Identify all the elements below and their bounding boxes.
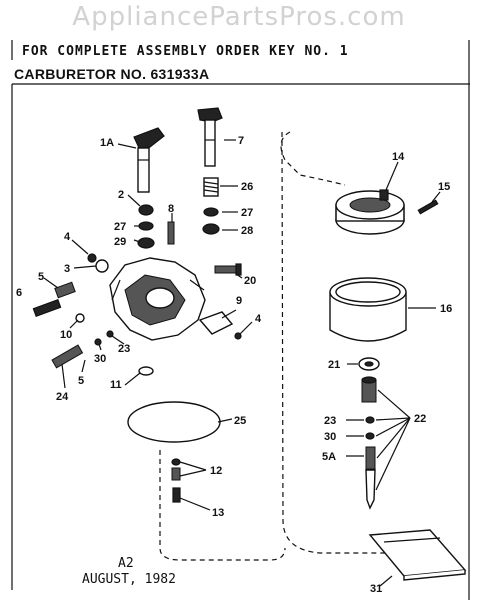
part-5-spring: [54, 281, 76, 299]
part-1A-throttle-shaft: [133, 127, 165, 193]
callout-4-top: 4: [64, 231, 71, 243]
part-24-needle: [51, 344, 84, 369]
callout-22: 22: [414, 413, 426, 425]
part-28-seal-right: [202, 223, 220, 235]
part-3-gasket: [95, 259, 109, 273]
part-31-repair-kit: [368, 529, 467, 581]
callout-5-top: 5: [38, 271, 44, 283]
callout-25: 25: [234, 415, 246, 427]
carburetor-title: CARBURETOR NO. 631933A: [14, 66, 210, 82]
callout-30-right: 30: [324, 431, 336, 443]
part-16-float-bowl: [329, 277, 407, 342]
part-14-float: [335, 189, 405, 235]
callout-15: 15: [438, 181, 450, 193]
callout-8: 8: [168, 203, 174, 215]
callout-13: 13: [212, 507, 224, 519]
callout-31: 31: [370, 583, 382, 595]
callout-20: 20: [244, 275, 256, 287]
part-15-pin: [417, 199, 439, 215]
part-27-seal-left: [138, 221, 154, 231]
callout-23-left: 23: [118, 343, 130, 355]
callout-2: 2: [118, 189, 124, 201]
callout-30-left: 30: [94, 353, 106, 365]
footer-code: A2: [118, 556, 134, 571]
callout-1A: 1A: [100, 137, 114, 149]
callout-28: 28: [241, 225, 253, 237]
leader-lines: [43, 139, 441, 587]
callout-27-left: 27: [114, 221, 126, 233]
part-13-screw: [172, 487, 181, 503]
callout-5A: 5A: [322, 451, 336, 463]
callout-6: 6: [16, 287, 22, 299]
part-30-seal: [94, 338, 102, 346]
callout-7: 7: [238, 135, 244, 147]
part-30-seal-bowl: [365, 432, 375, 440]
part-6-screw: [32, 299, 62, 317]
part-23-seal-bowl: [365, 416, 375, 424]
part-5A-spring: [365, 446, 376, 470]
part-12-spring: [171, 467, 181, 481]
assembly-note: FOR COMPLETE ASSEMBLY ORDER KEY NO. 1: [22, 44, 349, 59]
callout-3: 3: [64, 263, 70, 275]
callout-24: 24: [56, 391, 69, 403]
carburetor-body: [109, 257, 206, 341]
part-4-screw-right: [234, 332, 242, 340]
part-27-seal-right: [203, 207, 219, 217]
part-26-spring: [203, 177, 219, 197]
callout-26: 26: [241, 181, 253, 193]
part-20-screw: [214, 263, 242, 276]
callout-14: 14: [392, 151, 405, 163]
callout-9: 9: [236, 295, 242, 307]
callout-5-bottom: 5: [78, 375, 84, 387]
callout-29: 29: [114, 236, 126, 248]
callout-27-right: 27: [241, 207, 253, 219]
callout-16: 16: [440, 303, 452, 315]
callout-10: 10: [60, 329, 72, 341]
part-11-washer: [138, 366, 154, 376]
assembly-dashed-line: [159, 131, 395, 561]
part-23-seal: [106, 330, 114, 338]
part-8-screw: [167, 221, 175, 245]
callout-21: 21: [328, 359, 340, 371]
part-2-seal-left: [138, 204, 154, 216]
callout-11: 11: [110, 379, 122, 391]
part-25-gasket: [127, 401, 221, 443]
part-12-seal: [171, 458, 181, 466]
part-7-choke-shaft: [197, 107, 223, 167]
footer-date: AUGUST, 1982: [82, 572, 176, 587]
part-4-screw: [87, 253, 97, 263]
part-22-needle: [365, 469, 376, 510]
part-29-seal-left: [137, 237, 155, 249]
callout-23-right: 23: [324, 415, 336, 427]
callout-12: 12: [210, 465, 222, 477]
callout-4-right: 4: [255, 313, 262, 325]
